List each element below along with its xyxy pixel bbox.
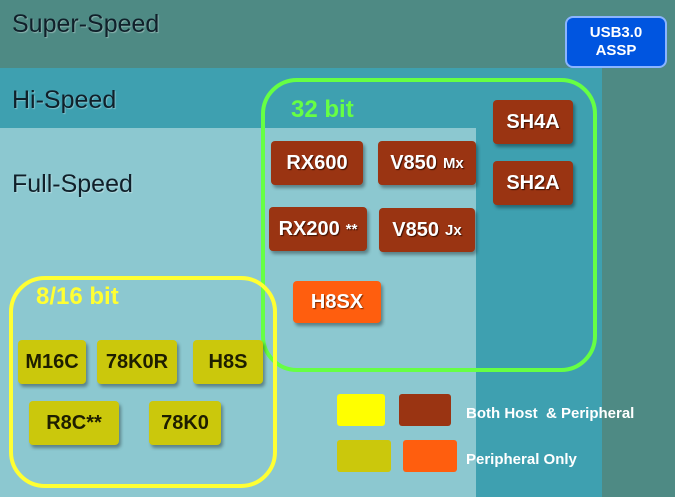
chip-rx600: RX600 bbox=[271, 141, 363, 185]
group-32bit bbox=[261, 78, 597, 372]
chip-h8sx: H8SX bbox=[293, 281, 381, 323]
usb3-assp-badge: USB3.0 ASSP bbox=[565, 16, 667, 68]
super-speed-label: Super-Speed bbox=[12, 10, 160, 38]
group-816bit bbox=[9, 276, 277, 488]
chip-78k0: 78K0 bbox=[149, 401, 221, 445]
chip-78k0r-label: 78K0R bbox=[105, 350, 169, 373]
chip-sh4a: SH4A bbox=[493, 100, 573, 144]
chip-sh4a-label: SH4A bbox=[506, 110, 560, 133]
chip-rx600-label: RX600 bbox=[286, 151, 348, 174]
chip-h8s-label: H8S bbox=[208, 350, 248, 373]
legend-swatch-olive bbox=[337, 440, 391, 472]
group-32bit-label: 32 bit bbox=[291, 96, 354, 123]
chip-sh2a-label: SH2A bbox=[506, 171, 560, 194]
chip-v850jx-label: V850 bbox=[392, 218, 440, 241]
chip-h8s: H8S bbox=[193, 340, 263, 384]
chip-r8c: R8C** bbox=[29, 401, 119, 445]
chip-v850jx-suffix: Jx bbox=[445, 221, 462, 239]
group-816bit-label: 8/16 bit bbox=[36, 283, 119, 310]
chip-rx200-label: RX200 bbox=[278, 217, 340, 240]
usb3-badge-line2: ASSP bbox=[595, 42, 637, 59]
chip-r8c-label: R8C** bbox=[46, 411, 102, 434]
chip-h8sx-label: H8SX bbox=[310, 290, 364, 313]
legend-swatch-yellow bbox=[337, 394, 385, 426]
chip-m16c-label: M16C bbox=[25, 350, 79, 373]
chip-v850jx: V850 Jx bbox=[379, 208, 475, 252]
chip-rx200: RX200 ** bbox=[269, 207, 367, 251]
chip-v850mx-suffix: Mx bbox=[442, 154, 464, 172]
legend-both-label: Both Host & Peripheral bbox=[466, 405, 635, 422]
chip-sh2a: SH2A bbox=[493, 161, 573, 205]
usb3-badge-line1: USB3.0 bbox=[589, 24, 643, 41]
legend-peripheral-label: Peripheral Only bbox=[466, 451, 577, 468]
chip-78k0r: 78K0R bbox=[97, 340, 177, 384]
chip-m16c: M16C bbox=[18, 340, 86, 384]
full-speed-label: Full-Speed bbox=[12, 170, 133, 198]
chip-78k0-label: 78K0 bbox=[161, 411, 209, 434]
legend-swatch-brown bbox=[399, 394, 451, 426]
chip-rx200-suffix: ** bbox=[345, 220, 358, 238]
chip-v850mx: V850 Mx bbox=[378, 141, 476, 185]
chip-v850mx-label: V850 bbox=[390, 151, 437, 174]
legend-swatch-orange bbox=[403, 440, 457, 472]
hi-speed-label: Hi-Speed bbox=[12, 86, 117, 114]
